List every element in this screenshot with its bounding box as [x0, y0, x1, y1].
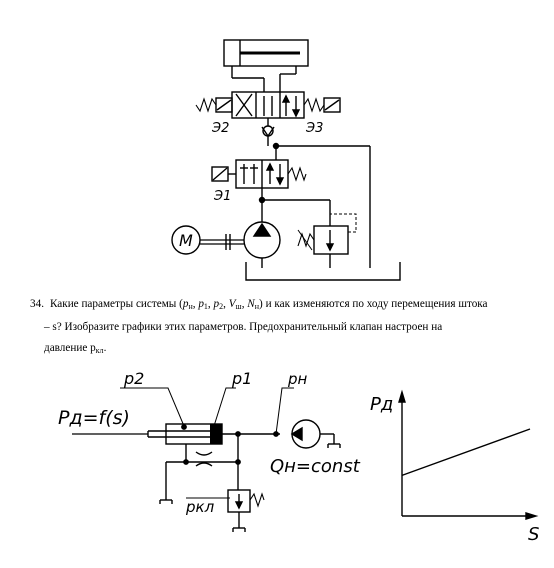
- question-line2: – s? Изобразите графики этих параметров.…: [44, 321, 443, 333]
- question-text: 34.Какие параметры системы (pн, p1, p2, …: [30, 294, 530, 361]
- var: p: [198, 298, 204, 310]
- force-label: Pд=f(s): [58, 407, 130, 429]
- question-number: 34.: [30, 298, 44, 310]
- graph-x-label: S: [528, 524, 539, 545]
- graph-axes: [398, 389, 539, 520]
- var-sub: 2: [219, 302, 224, 311]
- question-line3-sub: кл: [95, 346, 104, 355]
- motor-label: M: [179, 231, 193, 250]
- bottom-relief-valve: [227, 489, 265, 532]
- question-line3: давление p: [44, 342, 96, 354]
- sep: ,: [241, 298, 248, 310]
- var: p: [182, 298, 189, 310]
- pump-motor: [171, 188, 330, 268]
- sep: ,: [192, 298, 199, 310]
- var-sub: 1: [203, 302, 208, 311]
- var-sub: н: [188, 302, 193, 311]
- flow-label: Qн=const: [270, 456, 361, 477]
- check-valve: [261, 118, 275, 146]
- bottom-pump: [290, 419, 341, 449]
- label-e3: Э3: [305, 121, 323, 136]
- graph-y-label: Pд: [370, 394, 393, 415]
- valve-label: pкл: [185, 498, 215, 516]
- var: V: [228, 298, 236, 310]
- var: p: [213, 298, 220, 310]
- label-e2: Э2: [211, 121, 229, 136]
- question-line1: Какие параметры системы (: [49, 298, 183, 310]
- var-sub: н: [254, 302, 260, 311]
- label-p2: p2: [123, 369, 144, 388]
- label-p1: p1: [231, 369, 252, 388]
- var: N: [247, 298, 255, 310]
- label-pn: pн: [287, 370, 308, 388]
- question-line1-end: ) и как изменяются по ходу перемещения ш…: [259, 298, 488, 310]
- leader-lines: [72, 387, 294, 499]
- sep: ,: [207, 298, 214, 310]
- sep: ,: [223, 298, 229, 310]
- graph-data-line: [401, 428, 531, 477]
- directional-valve-e1: [211, 146, 307, 189]
- relief-valve: [297, 200, 357, 268]
- top-cylinder: [223, 39, 309, 92]
- question-line3-end: .: [103, 342, 107, 354]
- directional-valve-e2-e3: [195, 91, 341, 119]
- var-sub: ш: [235, 302, 242, 311]
- tank: [245, 262, 401, 281]
- bottom-cylinder: [147, 423, 280, 504]
- label-e1: Э1: [213, 189, 231, 204]
